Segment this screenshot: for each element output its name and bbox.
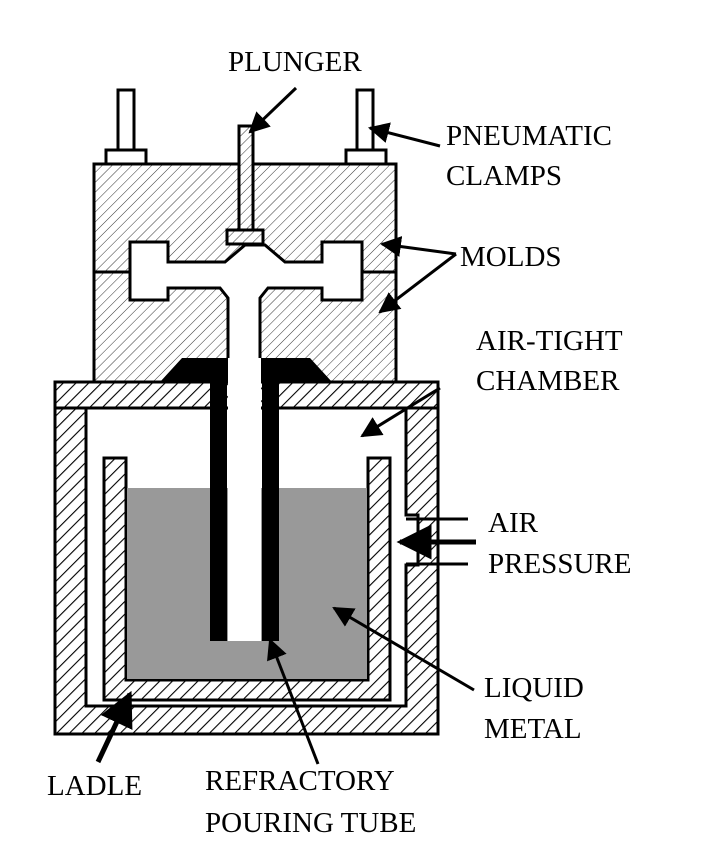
chamber-arrow	[360, 386, 441, 438]
liquid-metal-arrow	[332, 606, 475, 692]
label-pouring-tube: POURING TUBE	[205, 807, 416, 839]
air-inlet	[406, 517, 468, 566]
pneumatic-clamp-left	[104, 88, 148, 166]
refractory-pouring-tube	[210, 358, 279, 641]
molds-arrow-lower	[378, 252, 457, 314]
label-plunger: PLUNGER	[228, 46, 362, 78]
label-pneumatic: PNEUMATIC	[446, 120, 612, 152]
label-air-tight: AIR-TIGHT	[476, 325, 623, 357]
plunger-arrow	[248, 86, 298, 134]
mold-cavity	[128, 240, 364, 362]
label-refractory: REFRACTORY	[205, 765, 395, 797]
label-liquid: LIQUID	[484, 672, 584, 704]
label-clamps: CLAMPS	[446, 160, 562, 192]
label-air: AIR	[488, 507, 539, 539]
ladle-arrow	[95, 690, 133, 764]
ladle	[102, 456, 392, 702]
leader-arrows	[95, 86, 476, 765]
pneumatic-clamp-right	[344, 88, 388, 166]
label-molds: MOLDS	[460, 241, 562, 273]
plunger	[225, 124, 265, 246]
molds-arrow-upper	[379, 236, 457, 257]
label-ladle: LADLE	[47, 770, 142, 802]
label-metal: METAL	[484, 713, 582, 745]
label-pressure: PRESSURE	[488, 548, 631, 580]
label-chamber: CHAMBER	[476, 365, 620, 397]
tube-arrow	[267, 638, 320, 765]
clamps-arrow	[367, 122, 441, 148]
